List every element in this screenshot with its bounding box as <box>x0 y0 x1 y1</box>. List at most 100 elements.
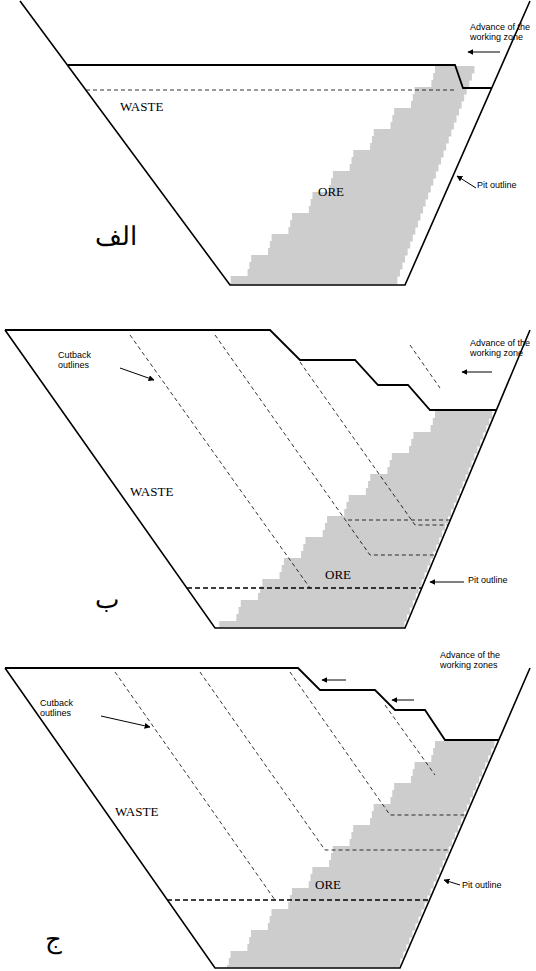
ore-step <box>409 446 477 454</box>
ore-step <box>271 909 421 917</box>
pit-outline-label: Pit outline <box>477 180 532 190</box>
advance-label: Advance of the working zone <box>470 22 532 43</box>
pit-outlines <box>5 1 530 968</box>
ore-step <box>392 453 475 461</box>
ore-step <box>413 94 464 102</box>
ore-step <box>290 895 428 903</box>
ore-step <box>303 544 436 552</box>
ore-step <box>270 241 410 249</box>
ore-step <box>290 220 418 228</box>
ore-step <box>312 867 439 875</box>
ore-step <box>435 66 474 74</box>
ore-step <box>411 776 479 784</box>
ore-step <box>227 965 399 968</box>
waste-label: WASTE <box>130 485 173 500</box>
ore-step <box>390 797 470 805</box>
ore-step <box>231 951 404 959</box>
ore-step <box>374 804 467 812</box>
ore-step <box>309 206 423 214</box>
ore-step <box>251 930 412 938</box>
ore-step <box>372 136 449 144</box>
leader-arrows <box>101 52 500 885</box>
ore-step <box>260 586 419 594</box>
ore-step <box>331 178 433 186</box>
ore-step <box>219 621 404 628</box>
ore-step <box>390 460 472 468</box>
ore-step <box>292 888 431 896</box>
ore-step <box>236 614 407 622</box>
ore-step <box>268 248 408 256</box>
ore-step <box>301 551 433 559</box>
ore-step <box>435 411 492 419</box>
ore-step <box>433 73 472 81</box>
ore-step <box>394 783 476 791</box>
ore-step <box>431 425 487 433</box>
ore-step <box>270 916 419 924</box>
ore-step <box>387 467 468 475</box>
ore-step <box>282 565 428 573</box>
cutback-label: Cutback outlines <box>58 350 118 371</box>
ore-step <box>392 115 456 123</box>
advance-label: Advance of the working zone <box>470 338 532 359</box>
ore-step <box>344 509 451 517</box>
ore-zone <box>219 66 494 968</box>
ore-step <box>249 937 409 945</box>
ore-step <box>239 607 410 615</box>
ore-step <box>249 262 402 270</box>
waste-label: WASTE <box>115 805 158 820</box>
ore-step <box>433 748 491 756</box>
panel-letter: ج <box>45 925 62 955</box>
ore-step <box>333 171 436 179</box>
ore-step <box>306 537 440 545</box>
ore-label: ORE <box>315 878 341 893</box>
ore-step <box>272 234 413 242</box>
ore-step <box>288 902 424 910</box>
ore-step <box>435 741 494 749</box>
panel-letter: ب <box>95 585 119 615</box>
ore-step <box>349 495 457 503</box>
ore-step <box>288 227 415 235</box>
ore-step <box>415 87 467 95</box>
ore-step <box>415 762 486 770</box>
cutback-label: Cutback outlines <box>40 698 100 719</box>
advance-label: Advance of the working zones <box>440 650 522 671</box>
ore-step <box>350 164 439 172</box>
ore-step <box>366 488 460 496</box>
ore-step <box>353 150 443 158</box>
ore-step <box>413 769 482 777</box>
ore-step <box>231 276 398 284</box>
ore-step <box>329 185 430 193</box>
ore-step <box>329 860 443 868</box>
ore-step <box>229 958 401 966</box>
ore-step <box>351 832 454 840</box>
panel-letter: الف <box>95 222 137 252</box>
ore-step <box>323 530 442 538</box>
ore-step <box>292 213 420 221</box>
ore-step <box>413 432 483 440</box>
ore-step <box>325 523 445 531</box>
ore-step <box>247 944 406 952</box>
ore-step <box>311 199 426 207</box>
ore-step <box>350 839 452 847</box>
ore-step <box>353 825 458 833</box>
ore-step <box>411 439 480 447</box>
ore-step <box>268 923 416 931</box>
ore-step <box>431 80 469 88</box>
ore-step <box>241 600 413 608</box>
ore-step <box>411 101 462 109</box>
ore-step <box>431 755 488 763</box>
ore-label: ORE <box>325 568 351 583</box>
ore-step <box>374 129 452 137</box>
ore-step <box>346 502 453 510</box>
ore-label: ORE <box>318 185 344 200</box>
ore-step <box>251 255 405 263</box>
pit-outline-label: Pit outline <box>468 575 523 585</box>
waste-label: WASTE <box>120 100 163 115</box>
ore-step <box>284 558 431 566</box>
ore-step <box>370 474 465 482</box>
ore-step <box>394 108 459 116</box>
ore-step <box>370 818 461 826</box>
pit-outline-label: Pit outline <box>462 880 517 890</box>
